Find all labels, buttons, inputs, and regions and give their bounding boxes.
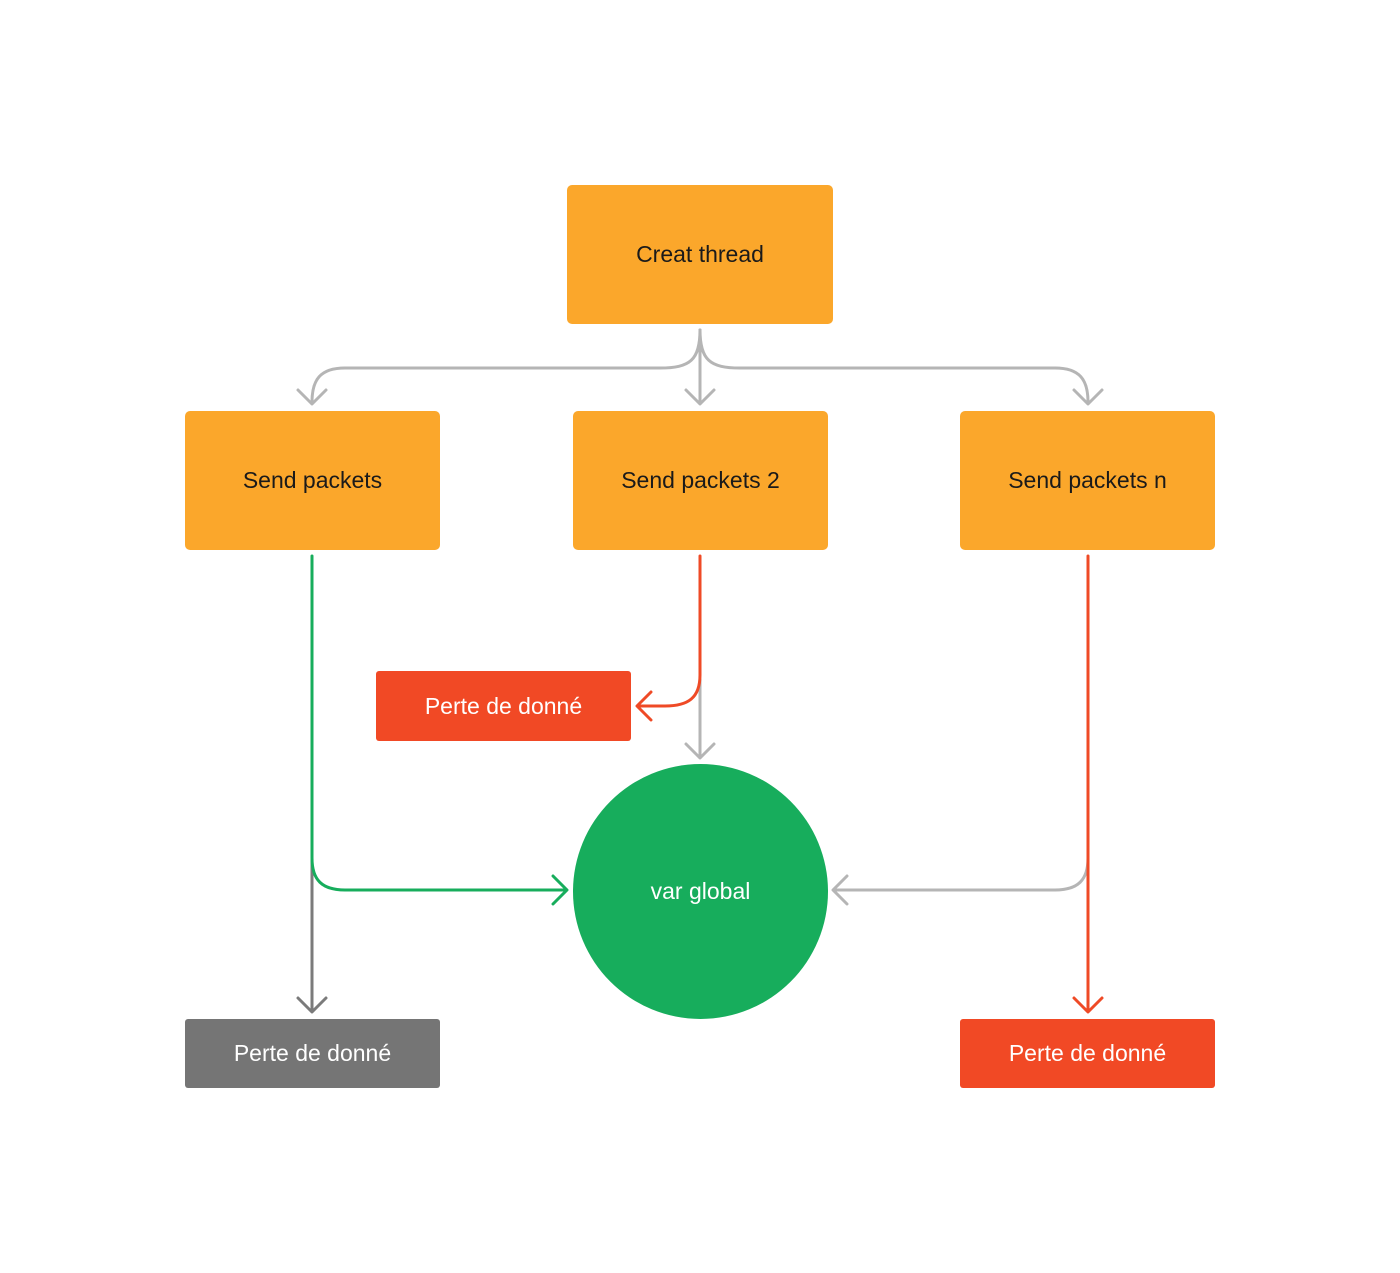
send-packets-2-label: Send packets 2 (621, 467, 780, 493)
arrowhead-loss-right (1072, 996, 1104, 1014)
data-loss-middle-node: Perte de donné (376, 671, 631, 741)
arrowhead-loss-mid (635, 690, 653, 722)
connector-send1-to-global (310, 554, 567, 892)
arrowhead-send2 (684, 388, 716, 406)
arrowhead-send1 (296, 388, 328, 406)
creat-thread-label: Creat thread (636, 241, 764, 267)
data-loss-middle-label: Perte de donné (424, 692, 583, 719)
data-loss-right-label: Perte de donné (1008, 1040, 1167, 1066)
arrowhead-global-left (551, 874, 569, 906)
connector-sendn-to-global (833, 856, 1090, 892)
var-global-label: var global (650, 878, 751, 904)
connector-creat-to-sendn (698, 328, 1090, 404)
send-packets-2-node: Send packets 2 (573, 411, 828, 550)
send-packets-n-node: Send packets n (960, 411, 1215, 550)
var-global-node: var global (573, 764, 828, 1019)
arrowhead-global-top (684, 742, 716, 760)
send-packets-label: Send packets (242, 467, 383, 493)
connector-send2-to-loss-mid (637, 554, 702, 708)
connector-creat-to-send1 (310, 328, 702, 404)
data-loss-right-node: Perte de donné (960, 1019, 1215, 1088)
creat-thread-node: Creat thread (567, 185, 833, 324)
arrowhead-sendn (1072, 388, 1104, 406)
send-packets-node: Send packets (185, 411, 440, 550)
data-loss-left-node: Perte de donné (185, 1019, 440, 1088)
arrowhead-global-right (831, 874, 849, 906)
arrowhead-loss-left (296, 996, 328, 1014)
data-loss-left-label: Perte de donné (233, 1040, 392, 1066)
send-packets-n-label: Send packets n (1008, 467, 1167, 493)
